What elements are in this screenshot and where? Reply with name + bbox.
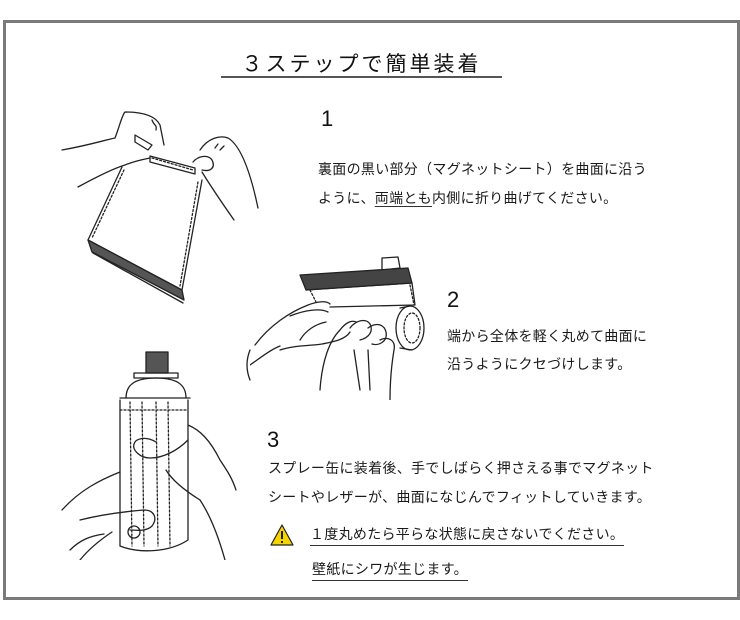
- step3-text-line1: スプレー缶に装着後、手でしばらく押さえる事でマグネット: [268, 461, 654, 477]
- page-title: ３ステップで簡単装着: [241, 52, 482, 76]
- step3-text-line2: シートやレザーが、曲面になじんでフィットしていきます。: [268, 490, 652, 506]
- step3-number: 3: [267, 427, 280, 452]
- step1-text-line1: 裏面の黒い部分（マグネットシート）を曲面に沿う: [318, 162, 647, 178]
- warning-line1: １度丸めたら平らな状態に戻さないでください。: [310, 527, 625, 546]
- step1-text-line2-end: 内側に折り曲げてください。: [431, 191, 618, 207]
- warning-text-line1: １度丸めたら平らな状態に戻さないでください。: [310, 527, 625, 546]
- step2-text-line2: 沿うようにクセづけします。: [447, 357, 632, 373]
- warning-triangle-icon: [270, 524, 294, 546]
- step1-number: 1: [321, 106, 334, 131]
- step1-text-line2-start: ように、: [318, 191, 375, 207]
- step1-emphasis-both-ends: 両端とも: [374, 191, 432, 207]
- warning-text-line2: 壁紙にシワが生じます。: [312, 562, 468, 581]
- page-frame: [3, 20, 740, 600]
- step1-illustration: [61, 111, 259, 304]
- title-underline: [221, 76, 502, 78]
- warning-line2: 壁紙にシワが生じます。: [312, 562, 468, 581]
- step2-text-line1: 端から全体を軽く丸めて曲面に: [447, 329, 648, 345]
- step2-illustration: [250, 256, 425, 400]
- step1-text-line2: ように、両端とも内側に折り曲げてください。: [318, 192, 617, 206]
- step2-number: 2: [447, 287, 460, 312]
- step3-illustration: [61, 349, 251, 560]
